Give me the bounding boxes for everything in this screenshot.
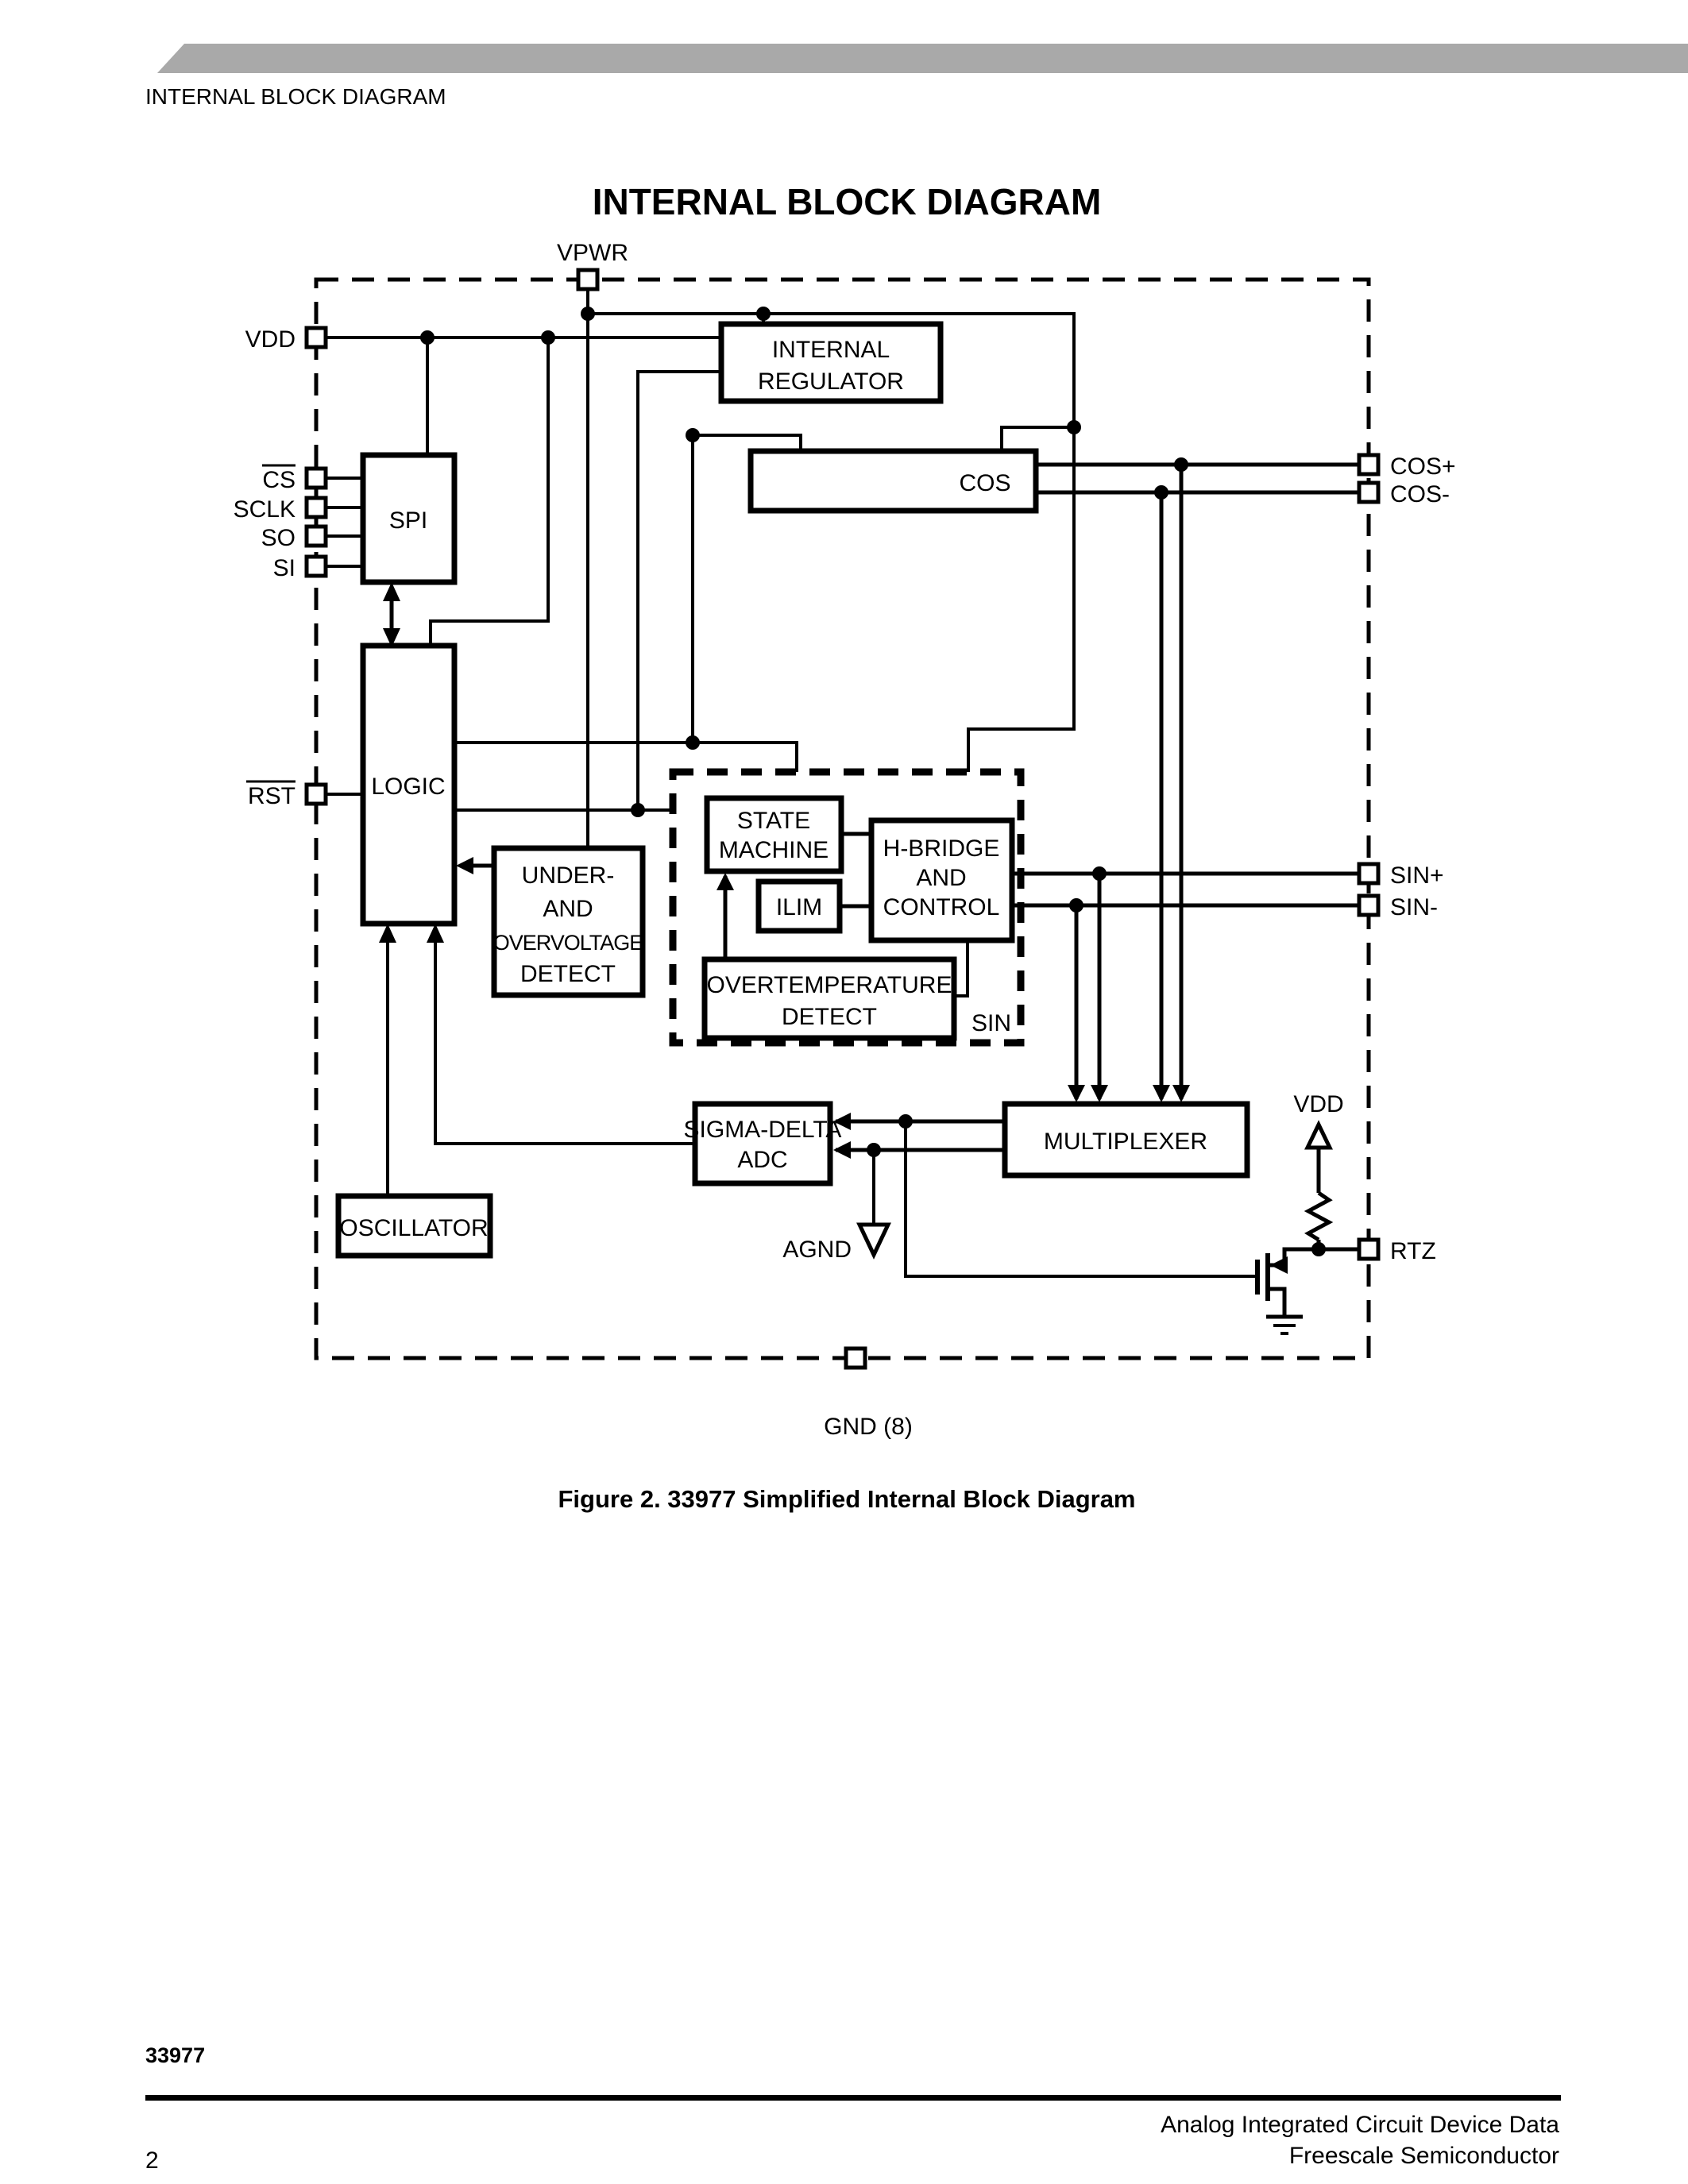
footer-part-number: 33977 [145,2043,205,2067]
under-overvoltage-detect-block [491,845,646,998]
ilim-label: ILIM [776,894,822,920]
rst-label: RST [248,783,295,809]
uv-label-line3: OVERVOLTAGE [493,931,643,955]
vpwr-label: VPWR [557,240,628,266]
internal-regulator-block [718,321,944,404]
arrowheads [379,582,1190,1159]
page-footer: 33977 Analog Integrated Circuit Device D… [145,2043,1561,2174]
pin-vdd [304,326,328,349]
sin-minus-label: SIN- [1390,894,1438,920]
vdd-label: VDD [245,326,295,353]
ilim-block [755,878,843,934]
sclk-label: SCLK [234,496,295,523]
pin-sin-minus [1357,893,1381,917]
logic-label: LOGIC [371,774,445,800]
cos-block [747,448,1039,514]
regulator-label-line2: REGULATOR [758,369,904,395]
cos-plus-label: COS+ [1390,453,1456,480]
pin-rst [304,782,328,806]
h-bridge-label-line3: CONTROL [883,894,1000,920]
sin-section-label: SIN [971,1010,1011,1036]
cos-minus-label: COS- [1390,481,1450,507]
footer-page-number: 2 [145,2147,159,2174]
overtemperature-detect-block [701,956,957,1041]
sin-section-boundary [669,768,1025,1047]
footer-company: Freescale Semiconductor [1289,2143,1559,2169]
cs-label: CS [262,467,295,493]
adc-label-line2: ADC [737,1147,787,1173]
agnd-label: AGND [782,1237,852,1263]
pin-sin-plus [1357,862,1381,886]
pin-cos-plus [1357,453,1381,477]
pin-so [304,524,328,548]
sin-plus-label: SIN+ [1390,862,1444,889]
h-bridge-label-line2: AND [916,865,966,891]
overtemp-label-line2: DETECT [782,1004,877,1030]
multiplexer-label: MULTIPLEXER [1044,1129,1207,1155]
header-bar [157,44,1688,73]
pin-labels: VPWR VDD CS SCLK SO SI RST COS+ COS- SIN… [234,240,1456,1440]
pin-vpwr [576,268,600,291]
gnd-label: GND (8) [824,1414,913,1440]
uv-label-line2: AND [543,896,593,922]
spi-label: SPI [389,507,427,534]
state-machine-label-line1: STATE [737,808,810,834]
nmos-transistor [1255,1247,1319,1335]
pin-si [304,554,328,578]
pin-rtz [1357,1237,1381,1261]
pullup-resistor [1304,1190,1334,1242]
wires [325,289,1360,1335]
chip-boundary [314,277,1371,1360]
oscillator-label: OSCILLATOR [339,1215,488,1241]
footer-rule [145,2095,1561,2101]
rtz-label: RTZ [1390,1238,1436,1264]
so-label: SO [261,525,295,551]
state-machine-block [704,795,844,874]
pins [304,268,1381,1370]
cos-label: COS [959,470,1010,496]
agnd-ground-symbol [856,1222,891,1260]
footer-doc-title: Analog Integrated Circuit Device Data [1161,2112,1559,2138]
multiplexer-block [1002,1101,1250,1179]
h-bridge-label-line1: H-BRIDGE [883,835,1000,862]
logic-block [360,642,458,927]
si-label: SI [273,555,295,581]
figure-caption: Figure 2. 33977 Simplified Internal Bloc… [558,1485,1135,1513]
sigma-delta-adc-block [692,1101,833,1187]
header-label: INTERNAL BLOCK DIAGRAM [145,84,446,109]
pin-cos-minus [1357,480,1381,504]
pin-gnd [844,1346,867,1370]
blocks: SPI LOGIC INTERNAL REGULATOR COS STATE M… [335,321,1250,1259]
junction-dots [420,307,1326,1256]
h-bridge-block [868,817,1015,943]
adc-label-line1: SIGMA-DELTA [684,1117,842,1143]
oscillator-block [335,1193,493,1259]
spi-block [360,452,458,585]
overtemp-label-line1: OVERTEMPERATURE [707,972,952,998]
vdd-pullup-label: VDD [1293,1091,1343,1117]
uv-label-line4: DETECT [520,961,616,987]
pin-sclk [304,496,328,519]
regulator-label-line1: INTERNAL [772,337,890,363]
state-machine-label-line2: MACHINE [719,837,829,863]
pin-cs [304,466,328,490]
vdd-arrow-symbol [1304,1120,1333,1150]
uv-label-line1: UNDER- [522,862,615,889]
figure-title: INTERNAL BLOCK DIAGRAM [593,181,1102,222]
